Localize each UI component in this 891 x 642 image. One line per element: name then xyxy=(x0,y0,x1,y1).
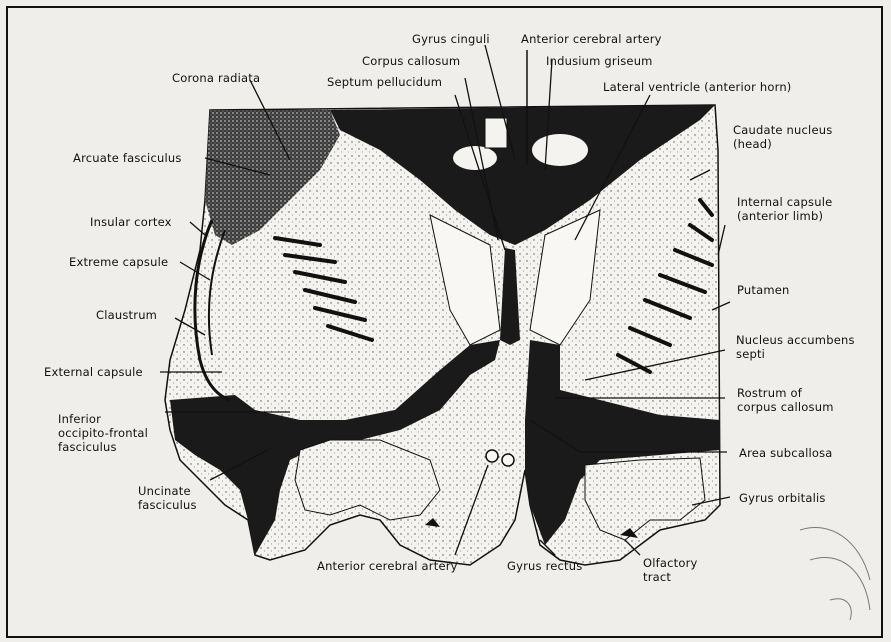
label-corpus-callosum: Corpus callosum xyxy=(362,54,460,68)
label-insular-cortex: Insular cortex xyxy=(90,215,172,229)
gyrus-cinguli-right xyxy=(532,134,588,166)
label-anterior-cerebral-artery-bottom: Anterior cerebral artery xyxy=(317,559,458,573)
label-inferior-fasc-3: fasciculus xyxy=(58,440,117,454)
label-gyrus-rectus: Gyrus rectus xyxy=(507,559,582,573)
label-gyrus-orbitalis: Gyrus orbitalis xyxy=(739,491,826,505)
label-nucleus-accumbens-sub: septi xyxy=(736,347,765,361)
label-nucleus-accumbens: Nucleus accumbens xyxy=(736,333,855,347)
label-internal-capsule: Internal capsule xyxy=(737,195,832,209)
label-putamen: Putamen xyxy=(737,283,790,297)
label-olfactory-1: Olfactory xyxy=(643,556,698,570)
label-area-subcallosa: Area subcallosa xyxy=(739,446,833,460)
label-uncinate-1: Uncinate xyxy=(138,484,191,498)
label-olfactory-2: tract xyxy=(643,570,671,584)
anterior-cerebral-artery-left-circle xyxy=(486,450,498,462)
label-indusium-griseum: Indusium griseum xyxy=(546,54,653,68)
anterior-cerebral-artery-right-circle xyxy=(502,454,514,466)
label-septum-pellucidum: Septum pellucidum xyxy=(327,75,442,89)
label-claustrum: Claustrum xyxy=(96,308,157,322)
label-arcuate-fasciculus: Arcuate fasciculus xyxy=(73,151,182,165)
label-uncinate-2: fasciculus xyxy=(138,498,197,512)
label-caudate-nucleus-sub: (head) xyxy=(733,137,772,151)
label-lateral-ventricle: Lateral ventricle (anterior horn) xyxy=(603,80,792,94)
label-inferior-fasc-2: occipito-frontal xyxy=(58,426,148,440)
label-internal-capsule-sub: (anterior limb) xyxy=(737,209,823,223)
label-rostrum-sub: corpus callosum xyxy=(737,400,834,414)
label-external-capsule: External capsule xyxy=(44,365,143,379)
label-caudate-nucleus: Caudate nucleus xyxy=(733,123,832,137)
inset-sketch xyxy=(800,527,870,620)
label-corona-radiata: Corona radiata xyxy=(172,71,260,85)
label-extreme-capsule: Extreme capsule xyxy=(69,255,168,269)
label-inferior-fasc-1: Inferior xyxy=(58,412,101,426)
label-gyrus-cinguli: Gyrus cinguli xyxy=(412,32,490,46)
label-anterior-cerebral-artery-top: Anterior cerebral artery xyxy=(521,32,662,46)
label-rostrum: Rostrum of xyxy=(737,386,802,400)
